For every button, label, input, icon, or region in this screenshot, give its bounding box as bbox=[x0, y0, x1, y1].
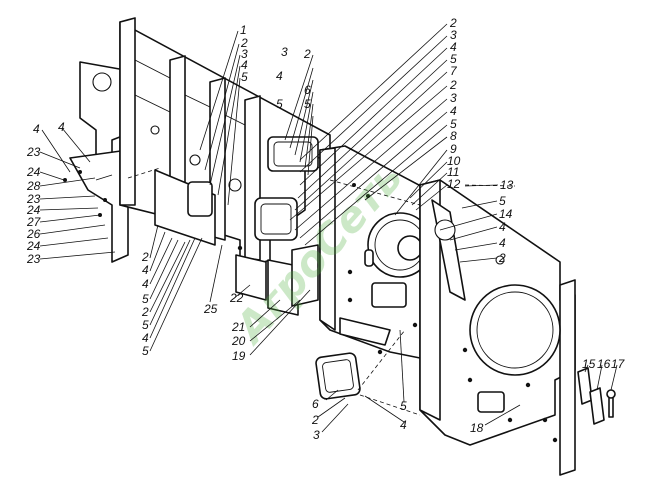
callout: 18 bbox=[470, 421, 484, 435]
callout: 19 bbox=[232, 349, 246, 363]
small-hardware bbox=[577, 367, 616, 425]
front-window bbox=[477, 391, 505, 413]
callout: 6 bbox=[304, 83, 311, 97]
lower-plates bbox=[235, 244, 319, 316]
callout: 16 bbox=[597, 357, 611, 371]
callout: 4 bbox=[400, 418, 407, 432]
callout: 24 bbox=[26, 165, 41, 179]
callout: 20 bbox=[231, 334, 246, 348]
callout: 25 bbox=[203, 302, 218, 316]
callout: 4 bbox=[142, 277, 149, 291]
callout: 7 bbox=[450, 64, 458, 78]
callout: 2 bbox=[449, 16, 457, 30]
middle-window bbox=[371, 282, 407, 308]
callout: 6 bbox=[312, 397, 319, 411]
callout: 5 bbox=[142, 292, 149, 306]
middle-bottom-plate bbox=[339, 317, 391, 346]
callout: 27 bbox=[26, 215, 42, 229]
callout: 4 bbox=[142, 263, 149, 277]
plate-21 bbox=[267, 259, 299, 316]
callout: 26 bbox=[26, 227, 41, 241]
callout: 3 bbox=[313, 428, 320, 442]
callout-labels: 1 2 3 4 5 2 3 4 5 6 5 2 3 4 5 7 2 3 4 5 … bbox=[26, 16, 626, 442]
callout: 2 bbox=[240, 36, 248, 50]
callout: 4 bbox=[450, 40, 457, 54]
front-large-opening bbox=[469, 284, 561, 376]
callout: 13 bbox=[500, 178, 514, 192]
middle-hub bbox=[397, 235, 423, 261]
callout: 24 bbox=[26, 203, 41, 217]
callout: 5 bbox=[142, 318, 149, 332]
callout: 5 bbox=[276, 97, 283, 111]
front-right-rail bbox=[559, 279, 576, 476]
callout: 3 bbox=[281, 45, 288, 59]
callout: 1 bbox=[240, 23, 247, 37]
middle-flange bbox=[319, 147, 336, 331]
plate-22 bbox=[235, 254, 267, 301]
callout: 5 bbox=[450, 52, 457, 66]
inner-window bbox=[187, 181, 213, 217]
callout: 3 bbox=[241, 47, 248, 61]
part-16-plate bbox=[589, 387, 605, 425]
callout: 14 bbox=[499, 207, 513, 221]
callout: 4 bbox=[58, 120, 65, 134]
callout: 28 bbox=[26, 179, 41, 193]
callout: 8 bbox=[450, 129, 457, 143]
callout: 5 bbox=[142, 344, 149, 358]
part-15-clamp bbox=[577, 367, 593, 405]
middle-slot bbox=[364, 249, 374, 267]
channel-1 bbox=[119, 17, 136, 206]
callout: 23 bbox=[26, 192, 41, 206]
callout: 4 bbox=[499, 236, 506, 250]
callout: 4 bbox=[276, 69, 283, 83]
leader-lines bbox=[39, 23, 618, 433]
plate-20 bbox=[291, 244, 319, 307]
callout: 10 bbox=[447, 154, 461, 168]
callout: 4 bbox=[499, 220, 506, 234]
callout: 2 bbox=[141, 305, 149, 319]
callout: 17 bbox=[611, 357, 626, 371]
callout: 22 bbox=[229, 291, 244, 305]
callout: 24 bbox=[26, 239, 41, 253]
callout: 5 bbox=[499, 194, 506, 208]
callout: 23 bbox=[26, 252, 41, 266]
bracket-hole bbox=[92, 72, 112, 92]
callout: 3 bbox=[450, 91, 457, 105]
callout: 5 bbox=[450, 117, 457, 131]
loose-frame bbox=[315, 352, 361, 400]
callout: 2 bbox=[449, 78, 457, 92]
callout: 9 bbox=[450, 142, 457, 156]
callout: 2 bbox=[311, 413, 319, 427]
callout: 2 bbox=[141, 250, 149, 264]
callout: 5 bbox=[400, 399, 407, 413]
callout: 4 bbox=[241, 58, 248, 72]
callout: 21 bbox=[231, 320, 245, 334]
front-flange bbox=[419, 179, 441, 421]
callout: 3 bbox=[450, 28, 457, 42]
callout: 4 bbox=[33, 122, 40, 136]
callout: 4 bbox=[450, 104, 457, 118]
callout: 23 bbox=[26, 145, 41, 159]
callout: 11 bbox=[447, 165, 459, 179]
callout: 2 bbox=[303, 47, 311, 61]
callout: 5 bbox=[304, 97, 311, 111]
callout: 2 bbox=[498, 251, 506, 265]
left-bracket-assembly bbox=[63, 61, 129, 263]
callout: 5 bbox=[241, 70, 248, 84]
callout: 4 bbox=[142, 331, 149, 345]
callout: 15 bbox=[582, 357, 596, 371]
lower-window bbox=[254, 197, 298, 241]
callout: 12 bbox=[447, 177, 461, 191]
front-panel bbox=[419, 179, 576, 476]
assembly-lines bbox=[127, 167, 516, 416]
